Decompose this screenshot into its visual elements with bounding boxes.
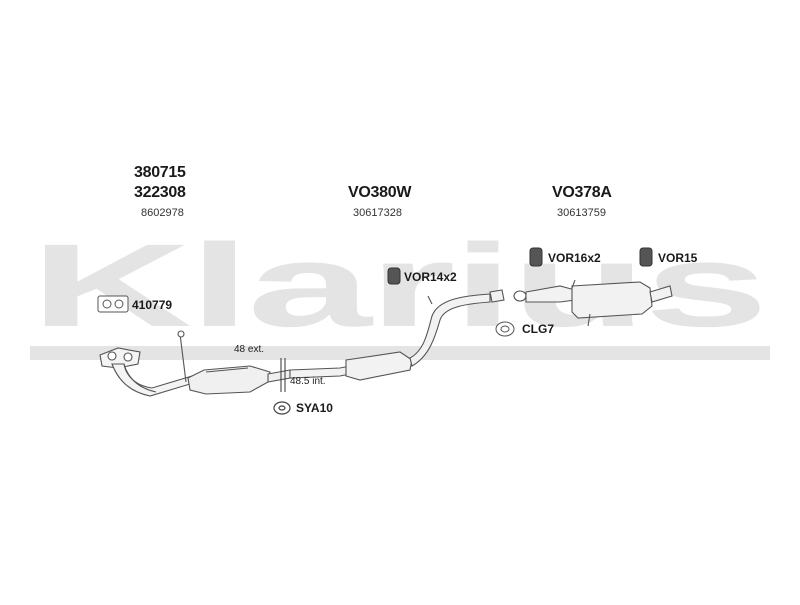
- lambda-sensor-head: [177, 330, 185, 338]
- mount-vor15: [639, 247, 653, 267]
- mount-vor16-part-number: VOR16x2: [548, 251, 601, 265]
- gasket-hole: [114, 299, 124, 309]
- group3-ref-number: 30613759: [557, 207, 606, 219]
- rear-silencer-body: [571, 281, 653, 319]
- flange-hole: [107, 351, 117, 361]
- lambda-sensor: [179, 333, 187, 383]
- pipe-end: [489, 289, 505, 303]
- cat-seam: [205, 367, 249, 373]
- rear-section: [513, 279, 673, 327]
- intermediate-pipe: [409, 293, 491, 367]
- clamp-clg-part-number: CLG7: [522, 322, 555, 336]
- hanger-pin: [587, 313, 591, 327]
- clamp-ring-inner: [278, 405, 286, 411]
- gasket-hole: [102, 299, 112, 309]
- rubber-mount-icon: [387, 247, 653, 285]
- flange-hole: [123, 352, 133, 362]
- clamp-ring: [513, 290, 527, 302]
- group3-main-number: VO378A: [552, 184, 612, 201]
- group1-ref-number: 8602978: [141, 207, 184, 219]
- centre-silencer: [345, 351, 413, 381]
- group2-ref-number: 30617328: [353, 207, 402, 219]
- clamp-clg-inner: [500, 325, 510, 333]
- hanger-pin: [571, 279, 576, 289]
- group1-alt-number: 322308: [134, 184, 186, 201]
- clamp-ring-icon: [273, 401, 291, 415]
- int-diameter-note: 48.5 int.: [290, 376, 326, 387]
- mount-vor14-part-number: VOR14x2: [404, 270, 457, 284]
- gasket-part-number: 410779: [132, 298, 173, 312]
- center-section: [289, 289, 505, 381]
- mount-vor15-part-number: VOR15: [658, 251, 698, 265]
- tailpipe: [649, 285, 673, 303]
- clamp-ring-part-number: SYA10: [296, 401, 333, 415]
- cat-outlet: [267, 369, 291, 383]
- hanger-pin: [427, 295, 433, 305]
- clamp-clg-icon: [495, 321, 515, 337]
- front-pipe: [99, 330, 193, 397]
- group1-main-number: 380715: [134, 164, 186, 181]
- ext-diameter-note: 48 ext.: [234, 344, 265, 355]
- watermark-text: Klarius: [30, 220, 765, 352]
- mount-vor14: [387, 267, 401, 285]
- gasket-icon: [97, 295, 129, 313]
- group2-main-number: VO380W: [348, 184, 412, 201]
- joint-markers: [280, 358, 286, 392]
- downpipe-second-branch: [123, 363, 157, 393]
- catalytic-converter: [187, 365, 291, 395]
- mount-vor16: [529, 247, 543, 267]
